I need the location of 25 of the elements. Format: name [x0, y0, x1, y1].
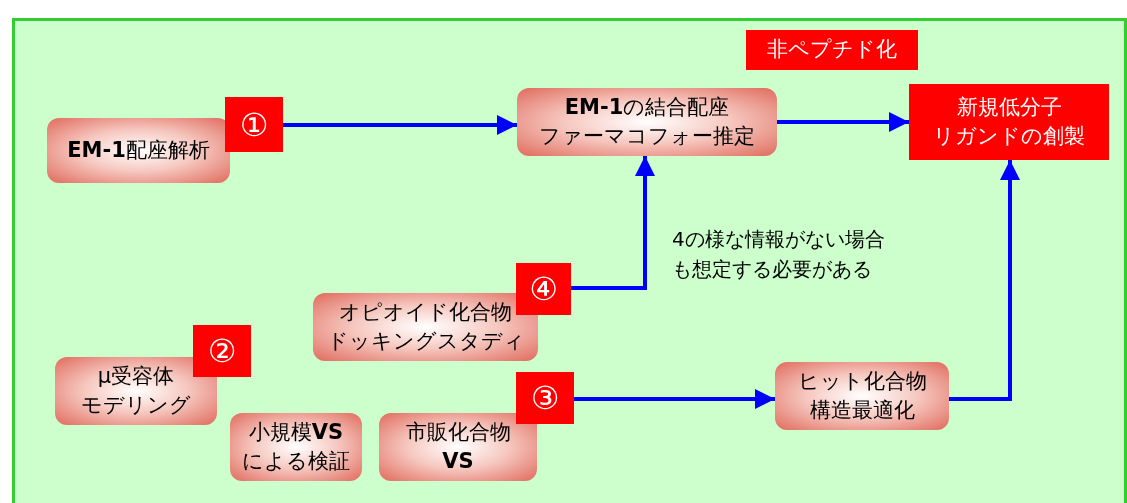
- process-box: [775, 362, 949, 430]
- number-badge: ③: [516, 372, 574, 424]
- arrow: [777, 112, 909, 132]
- node-text: 小規模VSによる検証: [242, 418, 350, 475]
- node-text: 市販化合物VS: [405, 418, 511, 475]
- node-text: μ受容体モデリング: [81, 362, 191, 419]
- node-text: EM-1の結合配座ファーマコフォー推定: [539, 93, 755, 150]
- node-text: 新規低分子リガンドの創製: [933, 93, 1085, 150]
- process-box: [230, 413, 362, 481]
- number-badge: ①: [225, 97, 283, 152]
- process-box: [379, 413, 537, 481]
- arrow: [283, 115, 517, 135]
- node-text: EM-1配座解析: [67, 136, 210, 164]
- note-text: 4の様な情報がない場合も想定する必要がある: [672, 226, 885, 283]
- process-box: [517, 88, 777, 156]
- number-badge: ②: [193, 325, 251, 377]
- arrow: [574, 389, 775, 409]
- node-text: 非ペプチド化: [767, 36, 897, 64]
- arrow: [949, 160, 1020, 401]
- process-box: [47, 118, 230, 183]
- number-badge: ④: [516, 263, 571, 315]
- highlight-box: [909, 84, 1109, 160]
- node-text: ヒット化合物構造最適化: [797, 367, 927, 424]
- arrow: [571, 156, 655, 290]
- highlight-box: [746, 30, 918, 70]
